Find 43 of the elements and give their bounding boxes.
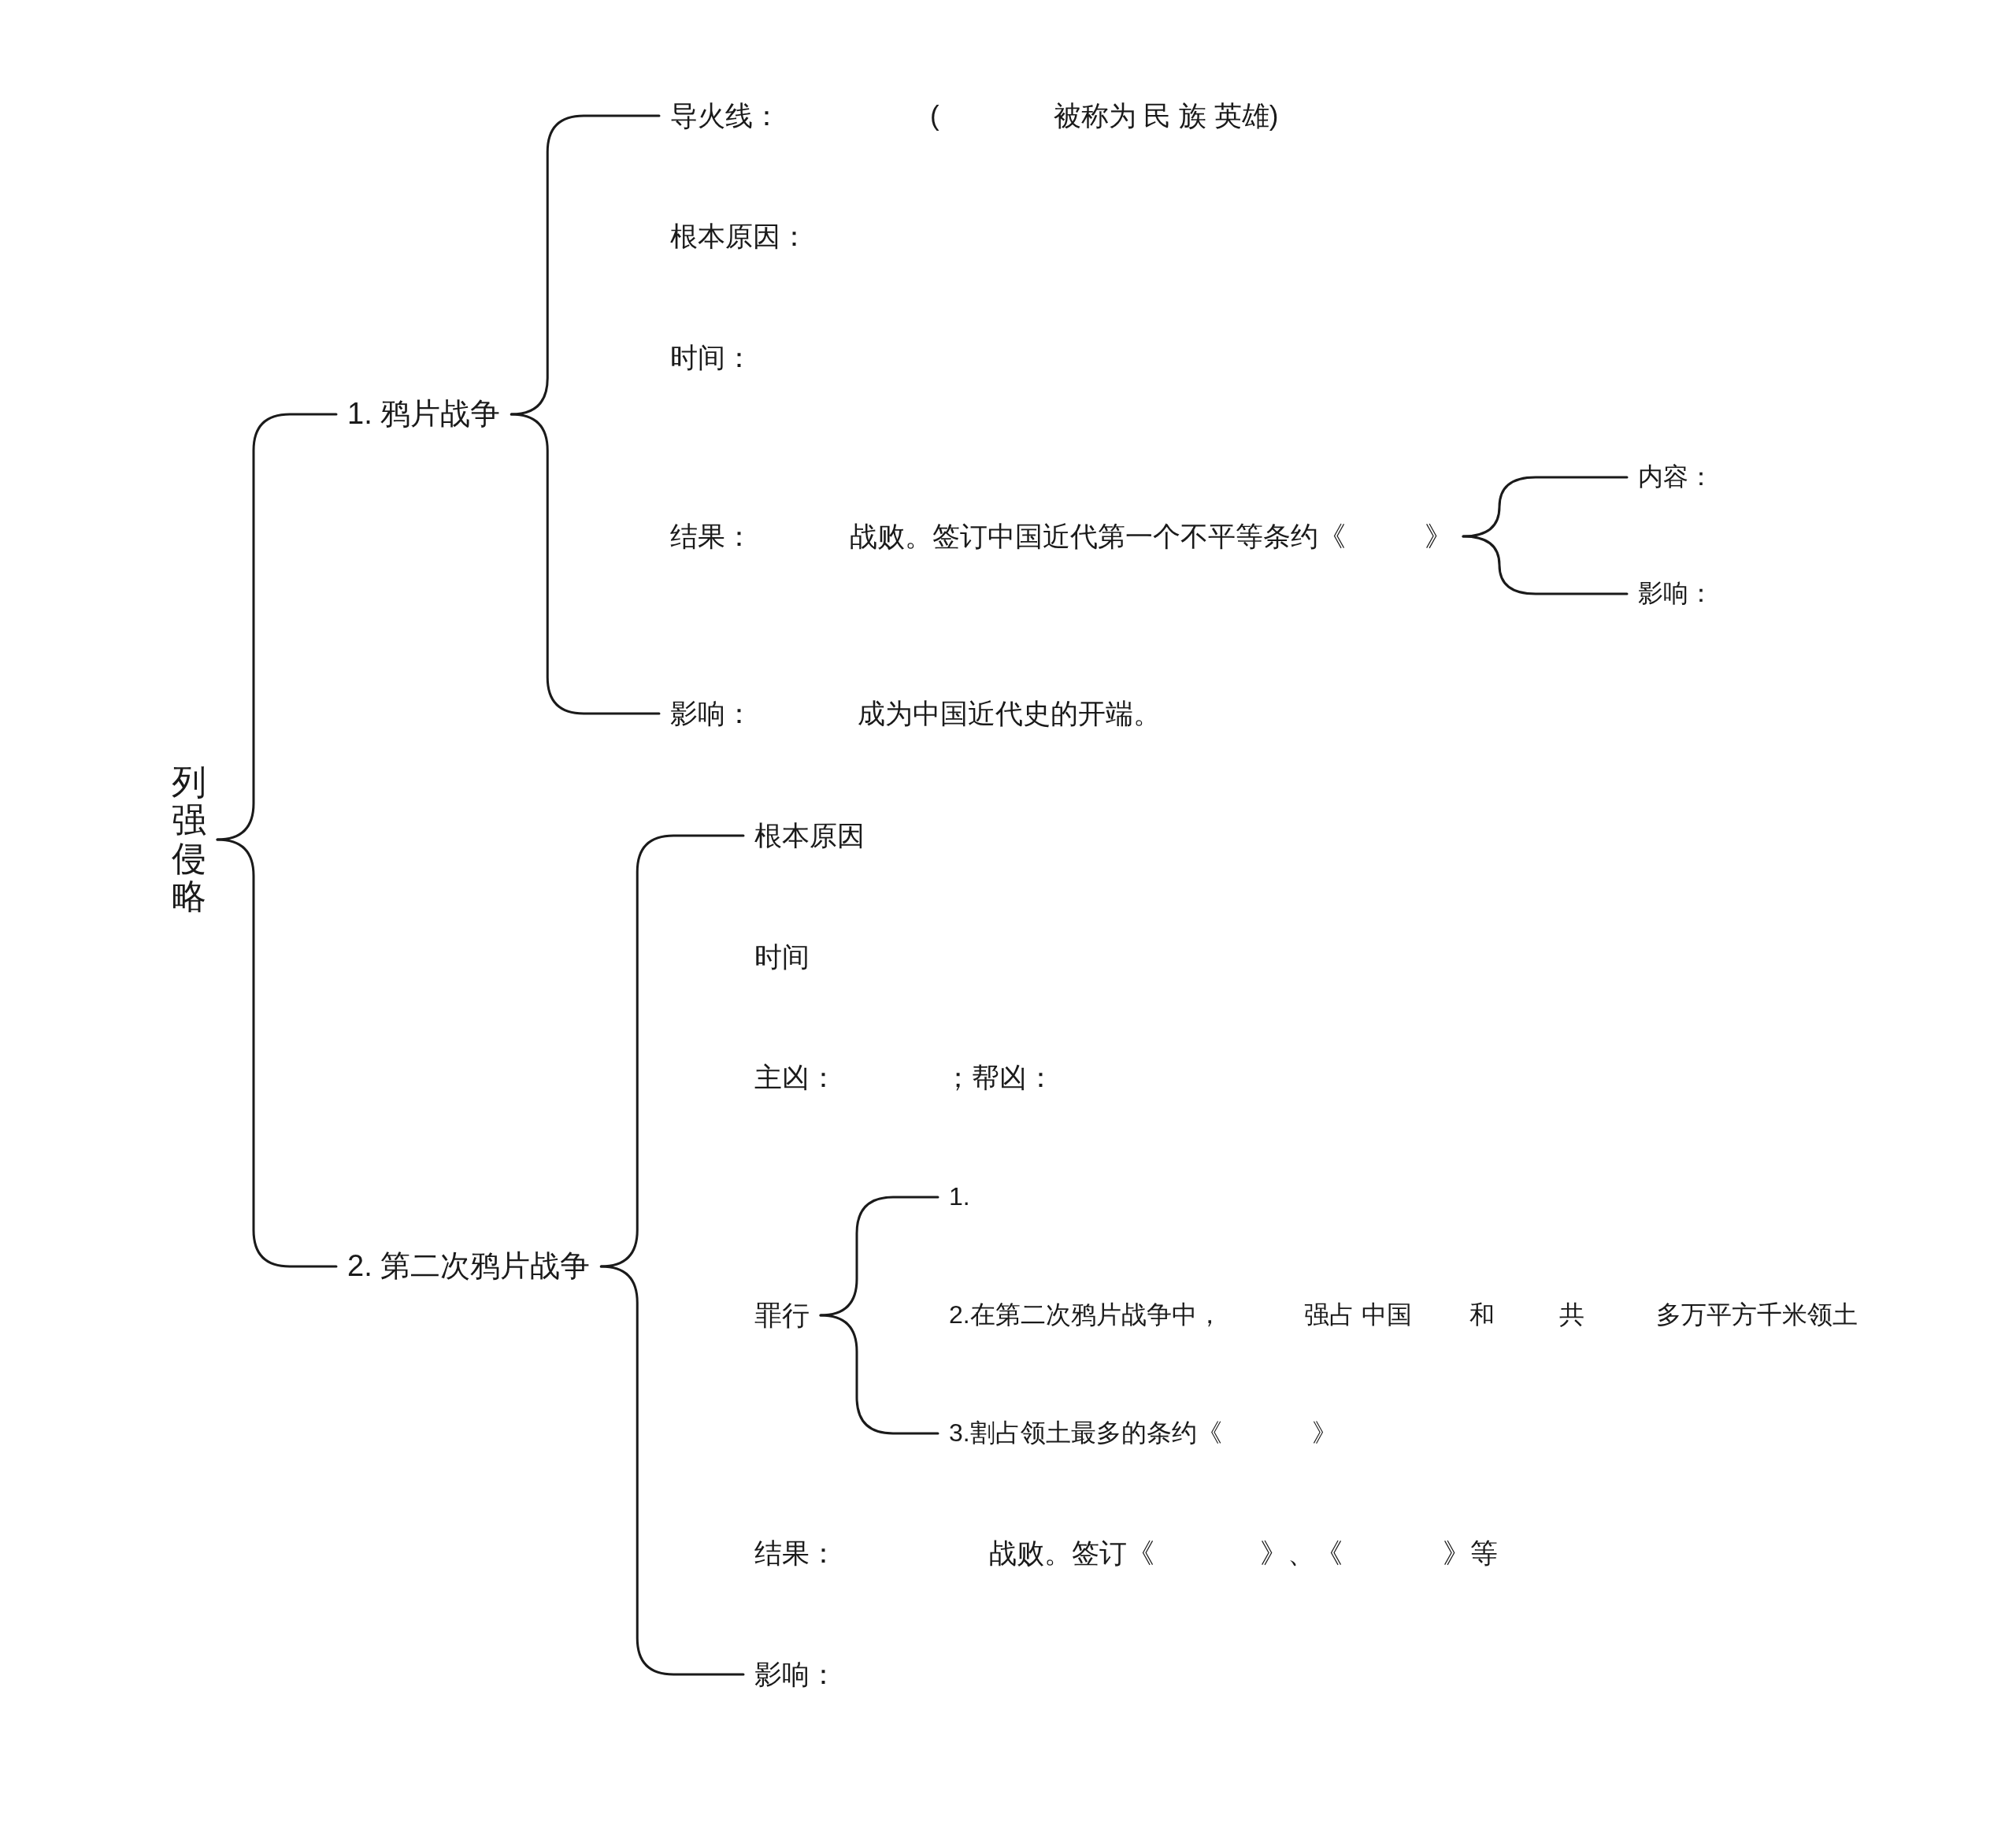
item-label: 1.	[949, 1181, 970, 1214]
item-label: 3.割占领土最多的条约《	[949, 1418, 1222, 1449]
item-text: 》等	[1443, 1537, 1498, 1570]
curly-brace-line	[510, 413, 661, 715]
item-label: 结果：	[754, 1537, 837, 1570]
item-text: 强占 中国	[1303, 1300, 1412, 1331]
item-label: 结果：	[670, 520, 753, 554]
curly-brace-line	[1462, 535, 1629, 595]
curly-brace-line	[510, 114, 661, 416]
item-label: 影响：	[670, 697, 753, 731]
item-label: 罪行	[754, 1297, 810, 1333]
item-text: ；帮凶：	[944, 1061, 1054, 1095]
curly-brace-line	[1462, 476, 1629, 538]
item-label: 根本原因	[754, 818, 865, 854]
item-text: 战败。签订中国近代第一个不平等条约《	[850, 520, 1346, 554]
item-label: 内容：	[1638, 461, 1714, 494]
item-label: 主凶：	[754, 1061, 837, 1095]
item-text: (	[930, 99, 939, 133]
curly-brace-line	[216, 838, 338, 1268]
item-label: 根本原因：	[670, 218, 808, 254]
item-text: 战败。签订《	[989, 1537, 1154, 1570]
item-text: 》	[1425, 520, 1452, 554]
item-label: 导火线：	[670, 99, 780, 133]
curly-brace-line	[819, 1196, 939, 1317]
item-label: 2.在第二次鸦片战争中，	[949, 1300, 1222, 1331]
branch-heading: 2. 第二次鸦片战争	[347, 1247, 591, 1286]
item-text: 》、《	[1260, 1537, 1343, 1570]
item-text: 成为中国近代史的开端。	[858, 697, 1161, 731]
item-text: 共	[1558, 1300, 1584, 1331]
item-label: 影响：	[1638, 577, 1714, 610]
vertical-title: 列强侵略	[172, 763, 206, 916]
curly-brace-line	[599, 1265, 745, 1676]
branch-heading: 1. 鸦片战争	[347, 395, 501, 434]
item-label: 时间：	[670, 339, 753, 376]
curly-brace-line	[819, 1314, 939, 1435]
curly-brace-line	[216, 413, 338, 841]
item-text: 多万平方千米领土	[1655, 1300, 1858, 1331]
item-text: 和	[1469, 1300, 1495, 1331]
item-label: 影响：	[754, 1656, 837, 1693]
item-text: 被称为 民 族 英雄)	[1053, 99, 1279, 133]
curly-brace-line	[599, 834, 745, 1268]
item-label: 时间	[754, 939, 810, 975]
item-text: 》	[1311, 1418, 1337, 1449]
